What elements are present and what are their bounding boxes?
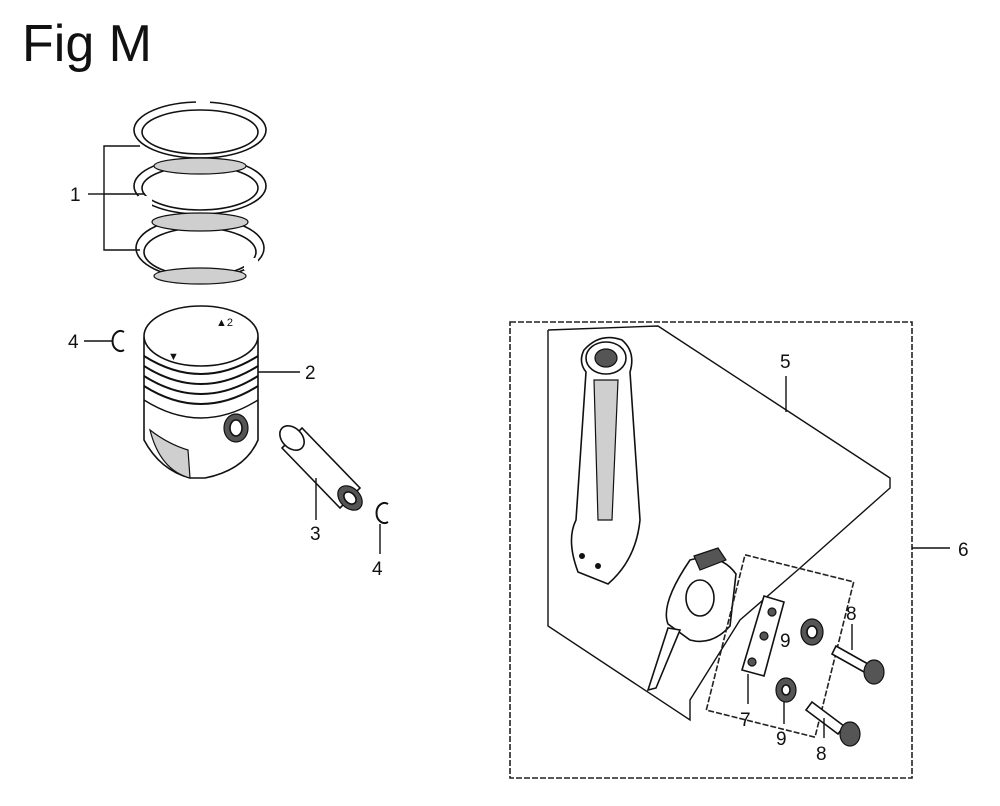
lock-plate[interactable] [740, 595, 785, 677]
svg-text:▼: ▼ [168, 351, 179, 363]
callout-4a: 4 [68, 332, 79, 353]
callout-1-leader [88, 145, 145, 251]
washer-lower[interactable] [775, 677, 797, 703]
callout-3: 3 [310, 524, 321, 545]
washer-upper[interactable] [800, 618, 824, 646]
callout-5: 5 [780, 352, 791, 373]
callout-9a: 9 [780, 631, 791, 652]
callout-6: 6 [958, 540, 969, 561]
callout-8b: 8 [816, 744, 827, 765]
figure-title: Fig M [22, 15, 152, 73]
svg-text:▲2: ▲2 [216, 317, 233, 329]
callout-7: 7 [740, 710, 751, 731]
callout-9b: 9 [776, 729, 787, 750]
piston-rings[interactable] [133, 100, 267, 285]
rod-bolt-upper[interactable] [830, 644, 885, 685]
piston-pin-clip-right[interactable] [375, 502, 389, 524]
rod-bolt-lower[interactable] [804, 700, 861, 747]
connecting-rod-assembly-box[interactable] [509, 321, 913, 779]
connecting-rod[interactable] [570, 336, 641, 585]
connecting-rod-cap[interactable] [646, 547, 737, 692]
callout-2: 2 [305, 363, 316, 384]
callout-8a: 8 [846, 604, 857, 625]
callout-1: 1 [70, 185, 81, 206]
connecting-rod-outline [547, 325, 891, 722]
piston-pin-clip-left[interactable] [111, 330, 125, 352]
callout-4b: 4 [372, 559, 383, 580]
lock-plate-outline [705, 553, 855, 739]
piston[interactable]: ▲2 ▼ [143, 305, 259, 479]
piston-pin[interactable] [275, 421, 367, 515]
